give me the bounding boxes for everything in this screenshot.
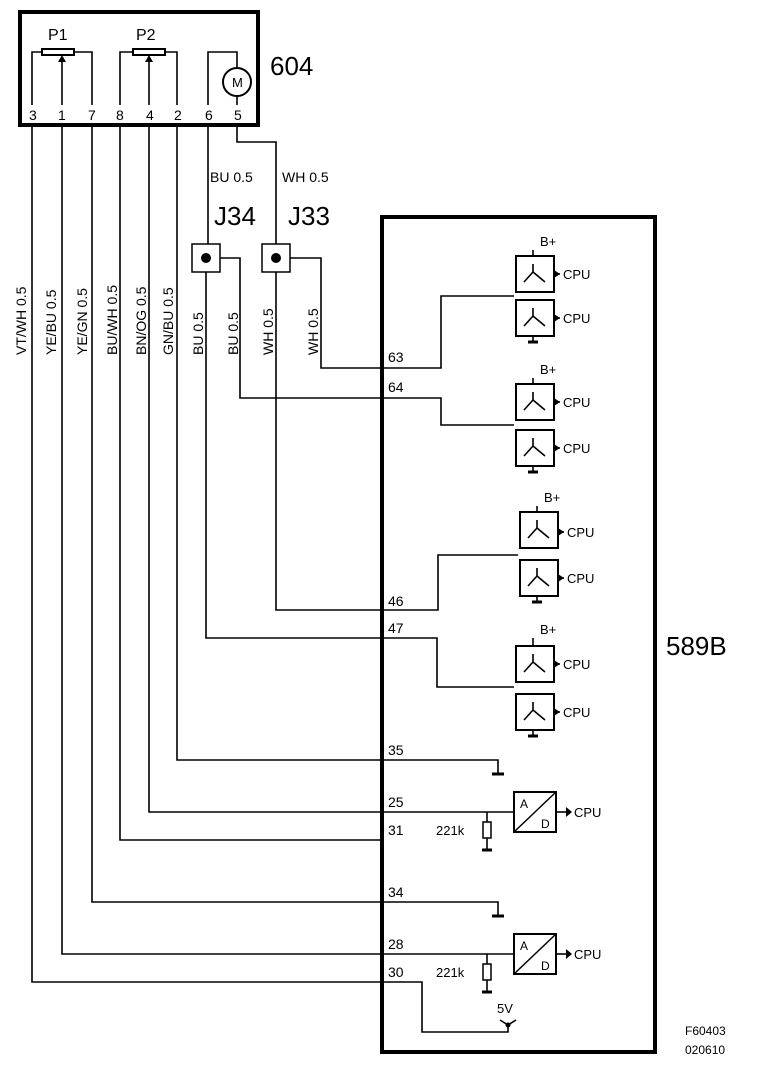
wire-pin8-to-31 <box>119 125 382 841</box>
module-589b-label: 589B <box>666 631 727 661</box>
bplus-label-64: B+ <box>540 362 556 377</box>
pin-604-8: 8 <box>116 107 124 123</box>
pin-589b-63: 63 <box>388 349 404 365</box>
wire-pin1-to-28 <box>61 125 514 955</box>
component-604-label: 604 <box>270 51 313 81</box>
supply-5v-symbol <box>499 1019 517 1028</box>
wire-label-ye-bu: YE/BU 0.5 <box>43 289 59 355</box>
pin-589b-30: 30 <box>388 964 404 980</box>
resistor-221k-lower <box>482 954 492 994</box>
pin-604-6: 6 <box>205 107 213 123</box>
pin-604-2: 2 <box>174 107 182 123</box>
junction-j34-label: J34 <box>214 201 256 231</box>
wire-label-bu-2: BU 0.5 <box>225 312 241 355</box>
pin-589b-31: 31 <box>388 822 404 838</box>
pin-589b-35: 35 <box>388 742 404 758</box>
resistor-221k-upper <box>482 812 492 852</box>
cpu-label-64-low: CPU <box>563 441 590 456</box>
resistor-221k-upper-label: 221k <box>436 823 465 838</box>
figure-date: 020610 <box>685 1043 725 1057</box>
pot-p1-label: P1 <box>48 27 68 44</box>
pin-604-5: 5 <box>234 107 242 123</box>
wire-j34-to-64 <box>220 257 514 426</box>
supply-5v-label: 5V <box>497 1001 513 1016</box>
cpu-label-46-high: CPU <box>567 525 594 540</box>
pin-589b-64: 64 <box>388 379 404 395</box>
junction-j33 <box>261 243 291 273</box>
pot-p1-symbol <box>31 48 93 105</box>
motor-wire-bu-label: BU 0.5 <box>210 169 253 185</box>
adc-upper <box>513 791 572 833</box>
wire-j33-to-63 <box>290 257 514 369</box>
pin-604-7: 7 <box>88 107 96 123</box>
wire-label-bu-1: BU 0.5 <box>190 312 206 355</box>
wire-label-wh-1: WH 0.5 <box>260 308 276 355</box>
half-bridge-46 <box>519 506 564 604</box>
pin-604-1: 1 <box>58 107 66 123</box>
cpu-label-64-high: CPU <box>563 395 590 410</box>
figure-code: F60403 <box>685 1024 726 1038</box>
wire-j34-to-47 <box>205 272 514 688</box>
pin-589b-46: 46 <box>388 593 404 609</box>
pin-589b-28: 28 <box>388 936 404 952</box>
bplus-label-63: B+ <box>540 234 556 249</box>
half-bridge-63 <box>515 250 560 344</box>
cpu-label-47-high: CPU <box>563 657 590 672</box>
wire-label-ye-gn: YE/GN 0.5 <box>74 288 90 355</box>
pot-p2-label: P2 <box>136 27 156 44</box>
wire-pin2-to-35 <box>176 125 499 774</box>
pin-589b-34: 34 <box>388 884 404 900</box>
adc-upper-d: D <box>541 817 550 831</box>
wire-label-bn-og: BN/OG 0.5 <box>133 286 149 355</box>
bplus-label-47: B+ <box>540 622 556 637</box>
wire-pin4-to-25 <box>148 125 514 813</box>
wire-j33-to-46 <box>275 272 518 611</box>
half-bridge-64 <box>515 378 560 474</box>
cpu-label-47-low: CPU <box>563 705 590 720</box>
junction-j34 <box>191 243 221 273</box>
wire-label-vt-wh: VT/WH 0.5 <box>13 286 29 355</box>
wire-pin7-to-34 <box>91 125 499 916</box>
adc-upper-a: A <box>520 797 528 811</box>
wire-label-wh-2: WH 0.5 <box>305 308 321 355</box>
resistor-221k-lower-label: 221k <box>436 965 465 980</box>
cpu-label-46-low: CPU <box>567 571 594 586</box>
adc-lower <box>513 933 572 975</box>
component-604-box <box>18 10 260 127</box>
motor-wire-wh-label: WH 0.5 <box>282 169 329 185</box>
adc-lower-d: D <box>541 959 550 973</box>
pot-p2-symbol <box>119 48 178 105</box>
wire-label-bu-wh: BU/WH 0.5 <box>104 285 120 355</box>
adc-lower-a: A <box>520 939 528 953</box>
pin-604-4: 4 <box>146 107 154 123</box>
bplus-label-46: B+ <box>544 490 560 505</box>
motor-symbol <box>207 51 252 105</box>
motor-label: M <box>232 75 243 90</box>
cpu-label-63-high: CPU <box>563 267 590 282</box>
wire-pin3-to-30 <box>31 125 509 1033</box>
pin-589b-47: 47 <box>388 620 404 636</box>
wire-label-gn-bu: GN/BU 0.5 <box>160 287 176 355</box>
adc-upper-cpu: CPU <box>574 805 601 820</box>
module-589b-box <box>380 215 657 1054</box>
junction-j33-label: J33 <box>288 201 330 231</box>
wire-motor-wh <box>236 125 277 244</box>
adc-lower-cpu: CPU <box>574 947 601 962</box>
pin-589b-25: 25 <box>388 794 404 810</box>
cpu-label-63-low: CPU <box>563 311 590 326</box>
pin-604-3: 3 <box>29 107 37 123</box>
half-bridge-47 <box>515 638 560 738</box>
